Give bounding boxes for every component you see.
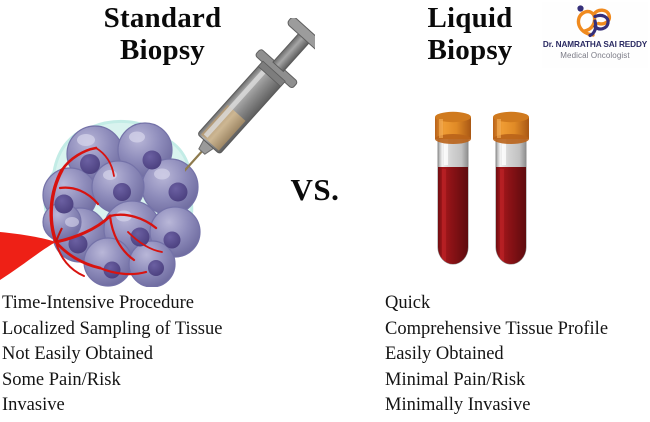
standard-biopsy-heading-line2: Biopsy [119,34,205,67]
tumor-cells [42,122,201,287]
list-item: Some Pain/Risk [2,369,121,390]
standard-biopsy-heading: Standard Biopsy [30,2,295,67]
clinic-logo: Dr. NAMRATHA SAI REDDY Medical Oncologis… [542,2,648,68]
list-item: Minimal Pain/Risk [385,369,526,390]
liquid-biopsy-attribute-list: Quick Comprehensive Tissue Profile Easil… [385,291,608,419]
list-item: Not Easily Obtained [2,344,154,364]
feeding-artery [0,227,63,280]
blood-collection-tubes-illustration [435,111,529,265]
list-item: Time-Intensive Procedure [2,293,194,313]
list-item: Comprehensive Tissue Profile [385,318,609,339]
tumor-membrane [43,120,194,269]
logo-doctor-name: Dr. NAMRATHA SAI REDDY [542,40,648,49]
liquid-biopsy-heading-line1: Liquid [427,2,513,34]
list-item: Quick [385,293,431,313]
list-item: Localized Sampling of Tissue [2,318,223,339]
liquid-biopsy-heading-line2: Biopsy [427,34,513,67]
vs-label: VS. [290,172,340,207]
butterfly-ribbon-icon [576,5,612,38]
tumor-cell-cluster-illustration [0,120,201,287]
liquid-biopsy-heading: Liquid Biopsy [370,2,570,67]
blood-tube-right [493,111,529,265]
logo-specialty: Medical Oncologist [560,51,630,60]
list-item: Minimally Invasive [385,395,531,415]
list-item: Invasive [2,395,65,415]
syringe-needle [185,149,204,177]
list-item: Easily Obtained [385,344,504,364]
standard-biopsy-attribute-list: Time-Intensive Procedure Localized Sampl… [2,291,222,419]
blood-tube-left [435,111,471,265]
tumor-blood-vessels [49,146,163,277]
standard-biopsy-heading-line1: Standard [103,2,222,34]
